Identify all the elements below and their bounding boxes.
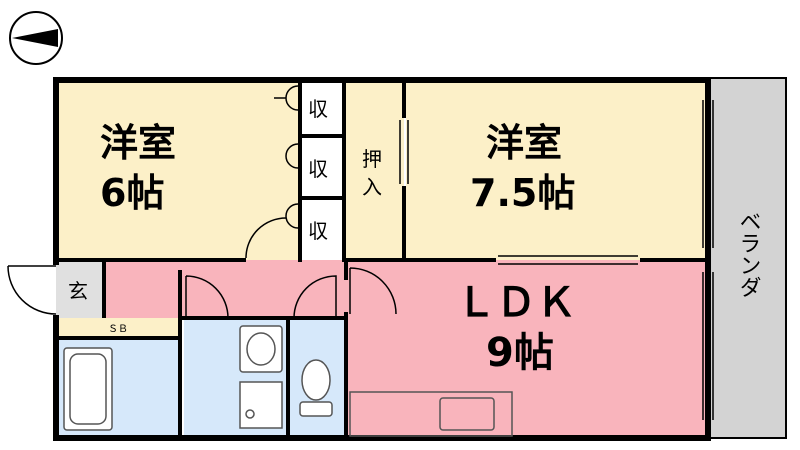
- western-room-6-name: 洋室: [100, 121, 176, 165]
- closet-sliding-door: [399, 120, 409, 184]
- balcony-windows: [702, 100, 714, 420]
- shoe-box: [56, 318, 180, 338]
- entrance: [56, 260, 104, 318]
- interior-walls: [56, 80, 708, 438]
- closet-label-top: 押: [362, 147, 382, 171]
- balcony: [709, 77, 787, 439]
- ldk-room: [346, 260, 706, 436]
- western-room-6: [56, 80, 300, 260]
- ldk-size: 9帖: [486, 330, 554, 376]
- western-room-7-5-name: 洋室: [486, 121, 562, 165]
- washbasin: [239, 325, 283, 373]
- western-room-7-5: [406, 80, 706, 260]
- exterior-walls: [53, 77, 711, 441]
- entrance-label: 玄: [68, 279, 88, 303]
- western-room-6-size-label: 6帖: [100, 171, 164, 215]
- storage-label-1: 収: [308, 97, 328, 121]
- storage-area: [300, 80, 344, 260]
- north-arrow-icon: [9, 11, 63, 65]
- washing-machine: [239, 381, 283, 429]
- corridor: [104, 260, 346, 318]
- closet-label-bottom: 入: [362, 175, 382, 199]
- ldk-name: ＬＤＫ: [456, 280, 576, 326]
- closet: [344, 80, 404, 260]
- storage-label-3: 収: [308, 219, 328, 243]
- storage-doors: [245, 85, 299, 259]
- shoe-box-label: ＳＢ: [108, 324, 128, 335]
- western-room-7-5-size: 7.5帖: [470, 171, 575, 215]
- kitchen-counter: [349, 391, 513, 437]
- balcony-label: ベランダ: [736, 210, 761, 298]
- bathtub: [63, 347, 113, 431]
- toilet: [299, 359, 333, 417]
- storage-label-2: 収: [308, 157, 328, 181]
- swing-doors: [7, 265, 397, 319]
- ldk-sliding-door: [498, 255, 638, 265]
